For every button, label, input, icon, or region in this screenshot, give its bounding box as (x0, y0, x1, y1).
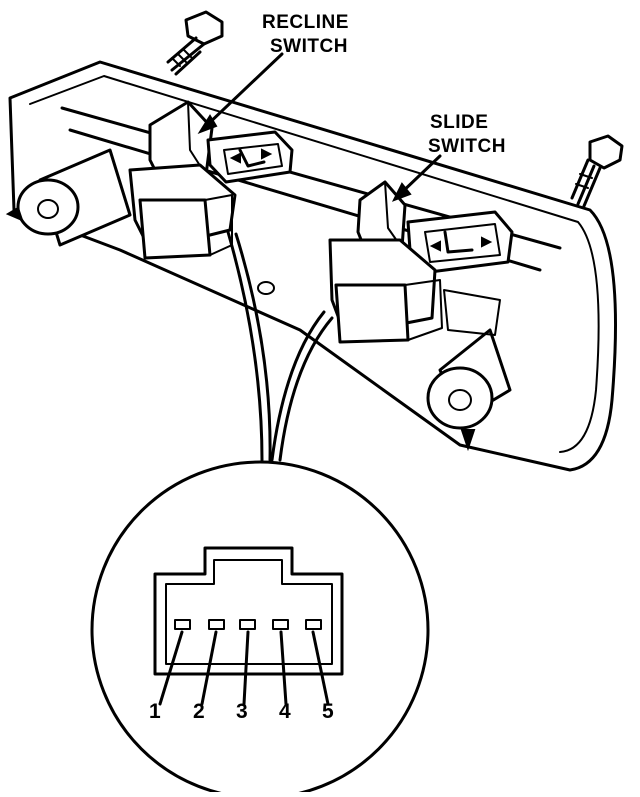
pin-label-4: 4 (279, 700, 291, 723)
slide-label-line2: SWITCH (428, 136, 506, 157)
recline-label-line1: RECLINE (262, 12, 349, 33)
terminal-4 (272, 619, 289, 630)
terminal-2 (208, 619, 225, 630)
mounting-screw-right (570, 134, 624, 208)
terminal-1 (174, 619, 191, 630)
mounting-screw-left (166, 10, 224, 76)
slide-switch (328, 180, 514, 344)
right-knob (426, 328, 512, 452)
left-knob (5, 148, 132, 247)
terminal-3 (239, 619, 256, 630)
connector-detail (90, 460, 430, 797)
switch-housing (8, 60, 618, 472)
pin-label-3: 3 (236, 700, 248, 723)
wire-harness (226, 230, 334, 462)
terminal-5 (305, 619, 322, 630)
pin-label-2: 2 (193, 700, 205, 723)
pin-label-1: 1 (149, 700, 161, 723)
pin-label-5: 5 (322, 700, 334, 723)
recline-label-line2: SWITCH (270, 36, 348, 57)
recline-leader-arrow (197, 114, 218, 134)
recline-leader-line (202, 52, 284, 130)
slide-leader-arrow (391, 182, 412, 202)
recline-switch (128, 100, 294, 260)
slide-label-line1: SLIDE (430, 112, 488, 133)
